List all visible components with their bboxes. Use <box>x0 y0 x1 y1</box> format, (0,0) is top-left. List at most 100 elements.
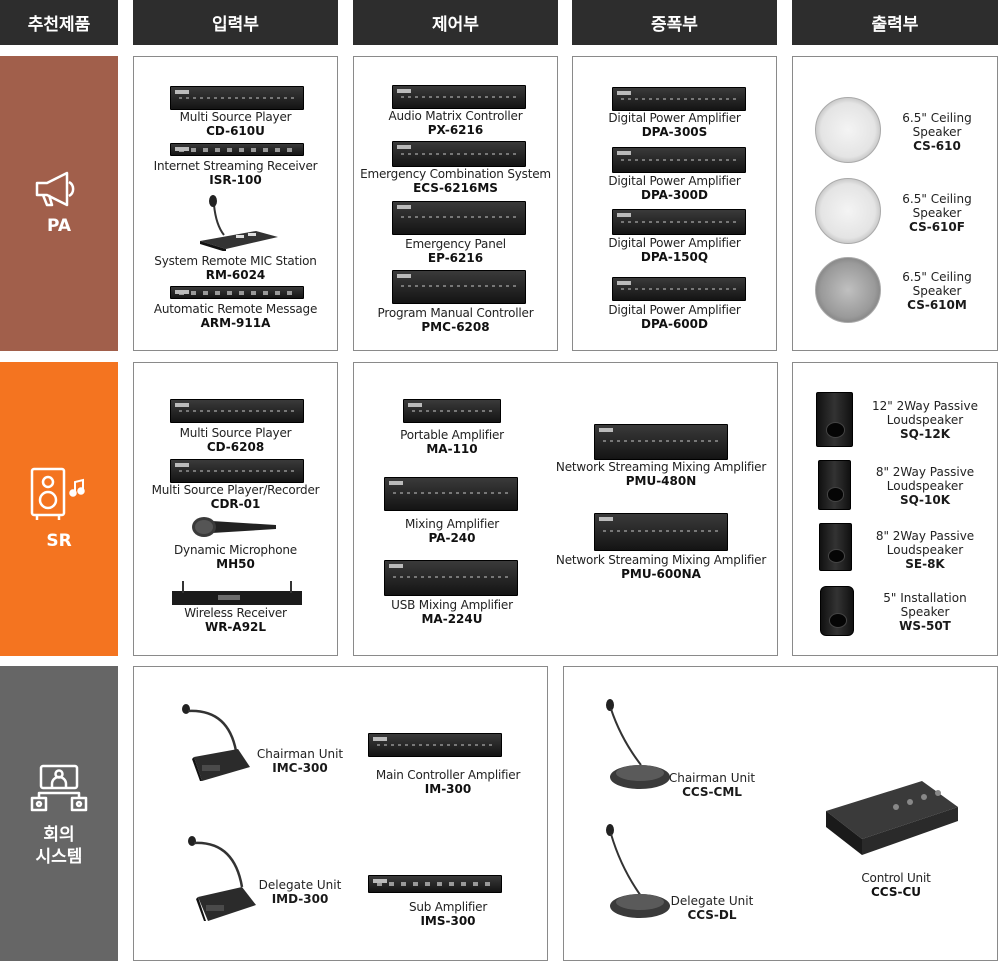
cs-610f-image <box>815 178 881 244</box>
product-model: MA-110 <box>426 442 478 456</box>
product-wr-a92l[interactable]: Wireless Receiver WR-A92L <box>134 606 337 634</box>
product-ccs-cml[interactable]: Chairman Unit CCS-CML <box>664 771 760 799</box>
product-cs-610m[interactable]: 6.5" Ceiling Speaker CS-610M <box>891 270 983 312</box>
product-model: IMD-300 <box>271 892 329 906</box>
product-model: ISR-100 <box>209 173 262 187</box>
product-dpa-300s[interactable]: Digital Power Amplifier DPA-300S <box>573 111 776 139</box>
sr-input-box: Multi Source Player CD-6208 Multi Source… <box>133 362 338 656</box>
header-input: 입력부 <box>133 0 338 45</box>
product-mh50[interactable]: Dynamic Microphone MH50 <box>134 543 337 571</box>
product-model: CCS-CML <box>682 785 742 799</box>
conference-icon <box>30 764 88 811</box>
pmu-480n-image <box>594 424 728 460</box>
product-dpa-600d[interactable]: Digital Power Amplifier DPA-600D <box>573 303 776 331</box>
product-name: 6.5" Ceiling Speaker <box>902 192 972 220</box>
arm-911a-image <box>170 286 304 299</box>
dpa-150q-image <box>612 209 746 235</box>
product-name: Multi Source Player <box>179 426 292 440</box>
cs-610m-image <box>815 257 881 323</box>
product-model: DPA-300D <box>641 188 708 202</box>
ma-110-image <box>403 399 501 423</box>
product-ims-300[interactable]: Sub Amplifier IMS-300 <box>348 900 548 928</box>
conf-right-box: Chairman Unit CCS-CML Delegate Unit CCS-… <box>563 666 998 961</box>
product-ccs-dl[interactable]: Delegate Unit CCS-DL <box>664 894 760 922</box>
product-pmc-6208[interactable]: Program Manual Controller PMC-6208 <box>354 306 557 334</box>
cd-6208-image <box>170 399 304 423</box>
product-model: WR-A92L <box>204 620 267 634</box>
product-model: ARM-911A <box>200 316 271 330</box>
product-name: Network Streaming Mixing Amplifier <box>555 460 767 474</box>
product-isr-100[interactable]: Internet Streaming Receiver ISR-100 <box>134 159 337 187</box>
product-cd-610u[interactable]: Multi Source Player CD-610U <box>134 110 337 138</box>
product-pmu-480n[interactable]: Network Streaming Mixing Amplifier PMU-4… <box>550 460 772 488</box>
product-imd-300[interactable]: Delegate Unit IMD-300 <box>252 878 348 906</box>
product-ep-6216[interactable]: Emergency Panel EP-6216 <box>354 237 557 265</box>
product-name: USB Mixing Amplifier <box>391 598 513 612</box>
pmc-6208-image <box>392 270 526 304</box>
mh50-microphone-image <box>192 517 276 537</box>
product-name: Emergency Combination System <box>360 167 551 181</box>
product-dpa-300d[interactable]: Digital Power Amplifier DPA-300D <box>573 174 776 202</box>
category-sr[interactable]: SR <box>0 362 118 656</box>
product-sq-10k[interactable]: 8" 2Way Passive Loudspeaker SQ-10K <box>869 465 981 507</box>
product-name: Multi Source Player/Recorder <box>151 483 320 497</box>
product-model: CCS-CU <box>870 885 921 899</box>
product-name: Internet Streaming Receiver <box>153 159 318 173</box>
product-model: IMS-300 <box>420 914 476 928</box>
product-cs-610f[interactable]: 6.5" Ceiling Speaker CS-610F <box>891 192 983 234</box>
megaphone-icon <box>35 171 75 206</box>
product-model: DPA-150Q <box>640 250 709 264</box>
product-ma-224u[interactable]: USB Mixing Amplifier MA-224U <box>354 598 550 626</box>
imd-300-image <box>188 836 256 921</box>
category-pa[interactable]: PA <box>0 56 118 351</box>
product-name: Portable Amplifier <box>400 428 504 442</box>
product-imc-300[interactable]: Chairman Unit IMC-300 <box>252 747 348 775</box>
product-ecs-6216ms[interactable]: Emergency Combination System ECS-6216MS <box>354 167 557 195</box>
product-ma-110[interactable]: Portable Amplifier MA-110 <box>354 428 550 456</box>
product-name: Automatic Remote Message <box>153 302 318 316</box>
product-ws-50t[interactable]: 5" Installation Speaker WS-50T <box>869 591 981 633</box>
product-ccs-cu[interactable]: Control Unit CCS-CU <box>796 871 996 899</box>
product-rm-6024[interactable]: System Remote MIC Station RM-6024 <box>134 254 337 282</box>
ccs-dl-image <box>606 824 670 918</box>
dpa-300d-image <box>612 147 746 173</box>
product-name: Mixing Amplifier <box>404 517 500 531</box>
pa-amp-box: Digital Power Amplifier DPA-300S Digital… <box>572 56 777 351</box>
product-pa-240[interactable]: Mixing Amplifier PA-240 <box>354 517 550 545</box>
rm-6024-image <box>200 195 278 251</box>
header-amp: 증폭부 <box>572 0 777 45</box>
category-label: PA <box>46 215 72 236</box>
ep-6216-image <box>392 201 526 235</box>
wr-a92l-image <box>172 581 302 605</box>
product-model: EP-6216 <box>427 251 484 265</box>
product-im-300[interactable]: Main Controller Amplifier IM-300 <box>348 768 548 796</box>
product-model: SQ-10K <box>899 493 951 507</box>
product-name: 5" Installation Speaker <box>883 591 967 619</box>
pa-output-box: 6.5" Ceiling Speaker CS-610 6.5" Ceiling… <box>792 56 998 351</box>
product-px-6216[interactable]: Audio Matrix Controller PX-6216 <box>354 109 557 137</box>
product-name: Sub Amplifier <box>408 900 488 914</box>
product-cdr-01[interactable]: Multi Source Player/Recorder CDR-01 <box>134 483 337 511</box>
product-name: Main Controller Amplifier <box>375 768 521 782</box>
pa-input-box: Multi Source Player CD-610U Internet Str… <box>133 56 338 351</box>
ccs-cu-image <box>826 781 958 855</box>
product-arm-911a[interactable]: Automatic Remote Message ARM-911A <box>134 302 337 330</box>
product-model: WS-50T <box>899 619 951 633</box>
product-sq-12k[interactable]: 12" 2Way Passive Loudspeaker SQ-12K <box>869 399 981 441</box>
product-model: IMC-300 <box>272 761 328 775</box>
product-name: Digital Power Amplifier <box>608 303 741 317</box>
product-cs-610[interactable]: 6.5" Ceiling Speaker CS-610 <box>891 111 983 153</box>
product-pmu-600na[interactable]: Network Streaming Mixing Amplifier PMU-6… <box>550 553 772 581</box>
product-name: Emergency Panel <box>405 237 506 251</box>
product-model: MA-224U <box>421 612 483 626</box>
product-dpa-150q[interactable]: Digital Power Amplifier DPA-150Q <box>573 236 776 264</box>
product-model: CCS-DL <box>687 908 737 922</box>
product-se-8k[interactable]: 8" 2Way Passive Loudspeaker SE-8K <box>869 529 981 571</box>
product-model: IM-300 <box>424 782 472 796</box>
cdr-01-image <box>170 459 304 483</box>
isr-100-image <box>170 143 304 156</box>
category-conference[interactable]: 회의 시스템 <box>0 666 118 961</box>
conf-left-box: Chairman Unit IMC-300 Main Controller Am… <box>133 666 548 961</box>
product-cd-6208[interactable]: Multi Source Player CD-6208 <box>134 426 337 454</box>
product-name: 8" 2Way Passive Loudspeaker <box>875 529 975 557</box>
